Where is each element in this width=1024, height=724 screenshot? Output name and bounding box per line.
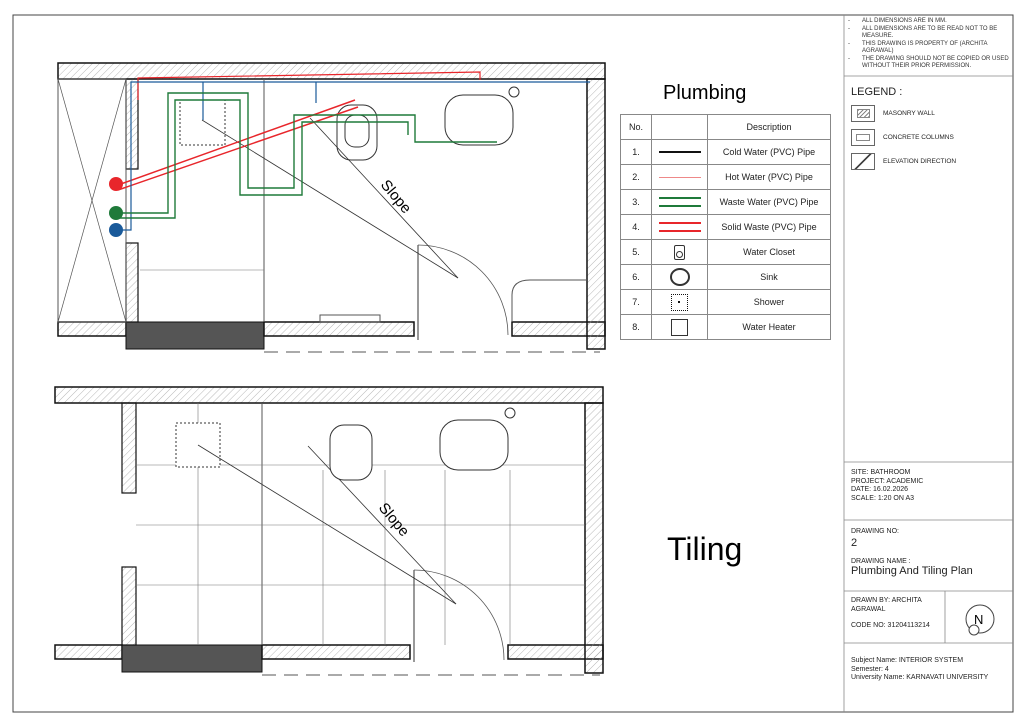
- slope-label-tiling: Slope: [375, 500, 413, 540]
- water-closet-icon: [674, 244, 685, 260]
- site-info: SITE: BATHROOM PROJECT: ACADEMIC DATE: 1…: [851, 469, 924, 502]
- legend-item-masonry: MASONRY WALL: [851, 105, 935, 122]
- table-header: No. Description: [620, 114, 831, 140]
- table-row: 7.Shower: [620, 289, 831, 315]
- plumbing-plan: Slope: [57, 62, 606, 353]
- tiling-title: Tiling: [667, 531, 742, 567]
- subject-block: Subject Name: INTERIOR SYSTEM Semester: …: [851, 657, 989, 681]
- svg-text:N: N: [974, 612, 983, 627]
- sink-icon: [669, 268, 690, 286]
- column-icon: [851, 129, 875, 146]
- plumbing-title: Plumbing: [663, 82, 746, 104]
- table-row: 8.Water Heater: [620, 314, 831, 340]
- shower-icon: [671, 293, 688, 311]
- general-notes: -ALL DIMENSIONS ARE IN MM. -ALL DIMENSIO…: [848, 18, 1009, 69]
- hatch-icon: [851, 105, 875, 122]
- hot-water-line-icon: [658, 176, 701, 178]
- legend-title: LEGEND :: [851, 86, 903, 98]
- table-row: 5.Water Closet: [620, 239, 831, 265]
- legend-item-columns: CONCRETE COLUMNS: [851, 129, 954, 146]
- plumbing-legend-table: No. Description 1.Cold Water (PVC) Pipe …: [620, 114, 831, 340]
- table-row: 1.Cold Water (PVC) Pipe: [620, 139, 831, 165]
- cold-water-line-icon: [658, 151, 701, 153]
- drawing-name: Plumbing And Tiling Plan: [851, 564, 973, 577]
- north-arrow-icon: N: [965, 604, 995, 636]
- tiling-plan: Slope: [54, 386, 604, 676]
- sheet-border: [12, 14, 1014, 713]
- solid-waste-line-icon: [658, 222, 701, 232]
- title-block-frame: [843, 15, 1013, 712]
- author-block: DRAWN BY: ARCHITA AGRAWAL CODE NO: 31204…: [851, 597, 930, 629]
- table-row: 2.Hot Water (PVC) Pipe: [620, 164, 831, 190]
- waste-water-line-icon: [658, 197, 701, 207]
- legend-item-elevation: ELEVATION DIRECTION: [851, 153, 956, 170]
- table-row: 6.Sink: [620, 264, 831, 290]
- elevation-icon: [851, 153, 875, 170]
- table-row: 4.Solid Waste (PVC) Pipe: [620, 214, 831, 240]
- water-heater-icon: [671, 318, 688, 336]
- table-row: 3.Waste Water (PVC) Pipe: [620, 189, 831, 215]
- drawing-number-block: DRAWING NO: 2 DRAWING NAME : Plumbing An…: [851, 528, 973, 577]
